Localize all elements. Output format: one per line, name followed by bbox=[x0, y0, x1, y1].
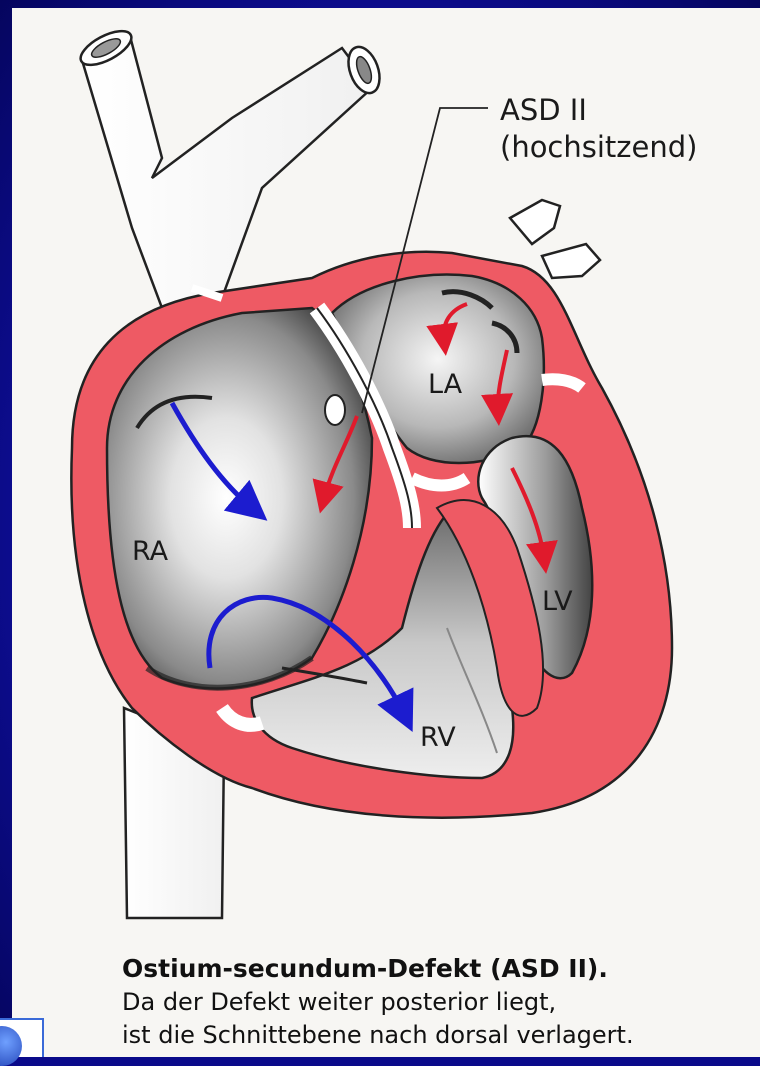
caption-line-1: Da der Defekt weiter posterior liegt, bbox=[122, 986, 758, 1019]
figure-caption: Ostium-secundum-Defekt (ASD II). Da der … bbox=[122, 952, 758, 1052]
asd-callout: ASD II (hochsitzend) bbox=[500, 92, 697, 166]
caption-line-2: ist die Schnittebene nach dorsal verlage… bbox=[122, 1019, 758, 1052]
corner-logo-icon bbox=[0, 1018, 44, 1057]
logo-circle-icon bbox=[0, 1026, 22, 1066]
asd-label: ASD II bbox=[500, 92, 697, 129]
label-la: LA bbox=[428, 369, 463, 400]
figure-panel: RA LA LV RV ASD II (hochsitzend) Ostium-… bbox=[12, 8, 760, 1057]
asd-sublabel: (hochsitzend) bbox=[500, 129, 697, 166]
label-rv: RV bbox=[420, 722, 456, 753]
label-ra: RA bbox=[132, 536, 169, 567]
caption-title: Ostium-secundum-Defekt (ASD II). bbox=[122, 952, 758, 986]
label-lv: LV bbox=[542, 586, 573, 617]
